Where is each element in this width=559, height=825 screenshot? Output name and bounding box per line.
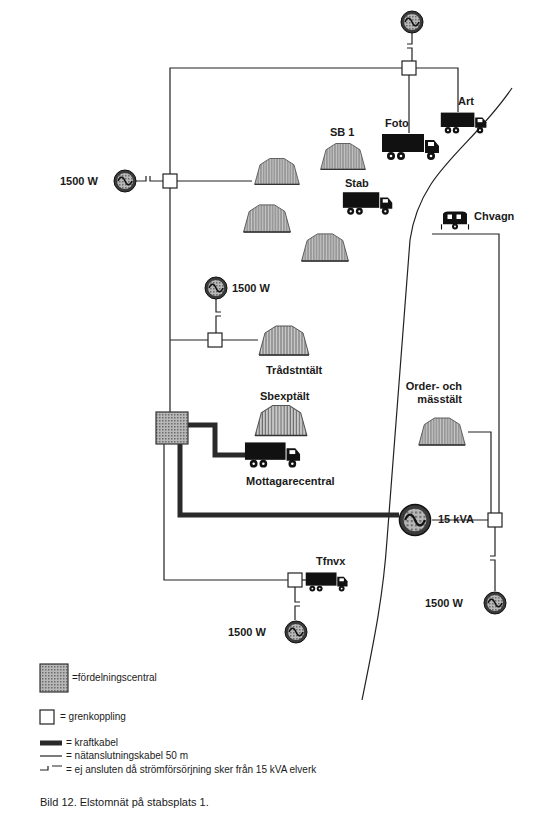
object-label: 15 kVA [438,513,474,526]
object-label: Sbexptält [260,390,310,403]
object-label: 1500 W [60,175,98,188]
object-label: 1500 W [228,626,266,639]
object-label: Foto [385,117,409,130]
legend-text: = grenkoppling [60,711,126,723]
legend-text: = ej ansluten då strömförsörjning sker f… [66,764,316,776]
object-label: Tfnvx [316,555,345,568]
object-label: Chvagn [474,210,514,223]
object-label: Trådstntält [266,364,322,377]
object-label: Art [458,95,474,108]
legend-text: = kraftkabel [66,737,118,749]
object-label: 1500 W [425,597,463,610]
object-label: Mottagarecentral [246,475,335,488]
object-label: Order- och mässtält [370,380,462,406]
legend-text: =fördelningscentral [72,672,157,684]
object-label: Stab [345,177,369,190]
figure-caption: Bild 12. Elstomnät på stabsplats 1. [40,796,209,809]
object-label: SB 1 [330,126,354,139]
legend-text: = nätanslutningskabel 50 m [66,750,188,762]
object-label: 1500 W [232,282,270,295]
